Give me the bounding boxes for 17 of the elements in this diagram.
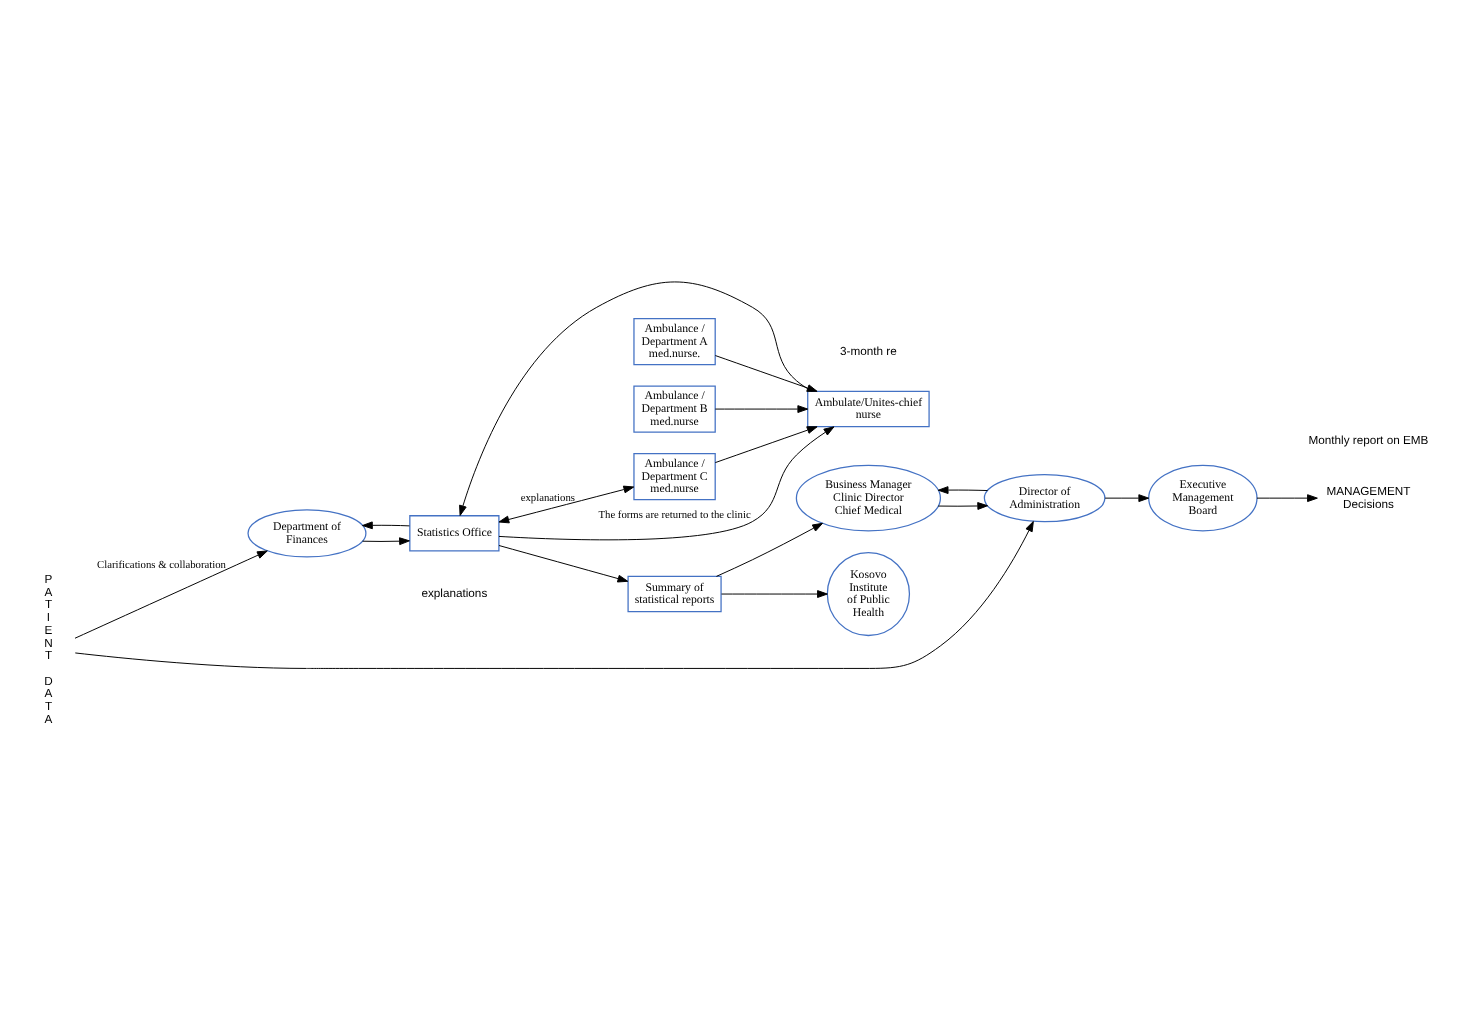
arrow	[74, 549, 268, 638]
arrow	[362, 520, 410, 529]
arrow	[721, 589, 828, 597]
arrow	[1256, 493, 1318, 502]
arrow	[498, 425, 835, 540]
arrow	[362, 536, 410, 545]
arrow	[714, 354, 818, 391]
arrow	[937, 485, 989, 493]
arrow	[459, 280, 813, 515]
arrow	[1104, 493, 1150, 502]
arrow	[74, 519, 1034, 668]
arrow	[498, 484, 635, 523]
arrow	[714, 404, 809, 412]
arrow	[714, 425, 818, 463]
arrow	[937, 501, 989, 509]
arrow	[498, 544, 629, 582]
arrow	[715, 521, 823, 576]
